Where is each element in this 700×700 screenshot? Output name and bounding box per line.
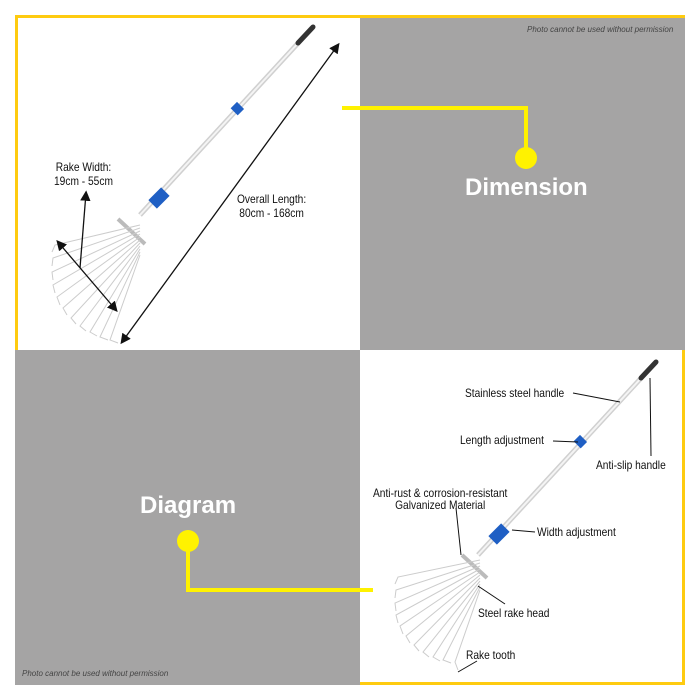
rake-illustration-bottom [394, 359, 659, 671]
rake-width-label-text: Rake Width: [55, 160, 112, 174]
label-length-adjustment: Length adjustment [460, 433, 544, 447]
label-material: Anti-rust & corrosion-resistant Galvaniz… [373, 487, 507, 511]
label-rake-head: Steel rake head [478, 606, 550, 620]
diagram-title: Diagram [140, 492, 237, 519]
overall-length-label-text: Overall Length: [237, 192, 307, 206]
label-anti-slip: Anti-slip handle [596, 458, 666, 472]
label-material-line1: Anti-rust & corrosion-resistant [373, 486, 508, 500]
label-material-line2: Galvanized Material [395, 498, 486, 512]
connector-dot-bottom [177, 530, 199, 552]
overall-length-value: 80cm - 168cm [239, 206, 304, 220]
diagram-title-panel [15, 350, 360, 685]
rake-width-pointer [79, 190, 91, 269]
watermark-bottom: Photo cannot be used without permission [22, 669, 169, 678]
rake-width-arrow [56, 240, 118, 312]
label-stainless-handle: Stainless steel handle [465, 386, 565, 400]
overall-length-arrow [120, 42, 340, 345]
label-width-adjustment: Width adjustment [537, 525, 616, 539]
connector-dot-top [515, 147, 537, 169]
overall-length-label: Overall Length: 80cm - 168cm [237, 192, 306, 220]
watermark-top: Photo cannot be used without permission [527, 25, 674, 34]
yellow-connector-top [342, 106, 528, 152]
yellow-connector-bottom [186, 545, 373, 592]
rake-width-value: 19cm - 55cm [54, 174, 113, 188]
callout-lines [455, 377, 652, 673]
dimension-title-panel [360, 15, 685, 350]
dimension-title: Dimension [465, 174, 588, 201]
label-rake-tooth: Rake tooth [466, 648, 516, 662]
rake-width-label: Rake Width: 19cm - 55cm [54, 160, 113, 188]
